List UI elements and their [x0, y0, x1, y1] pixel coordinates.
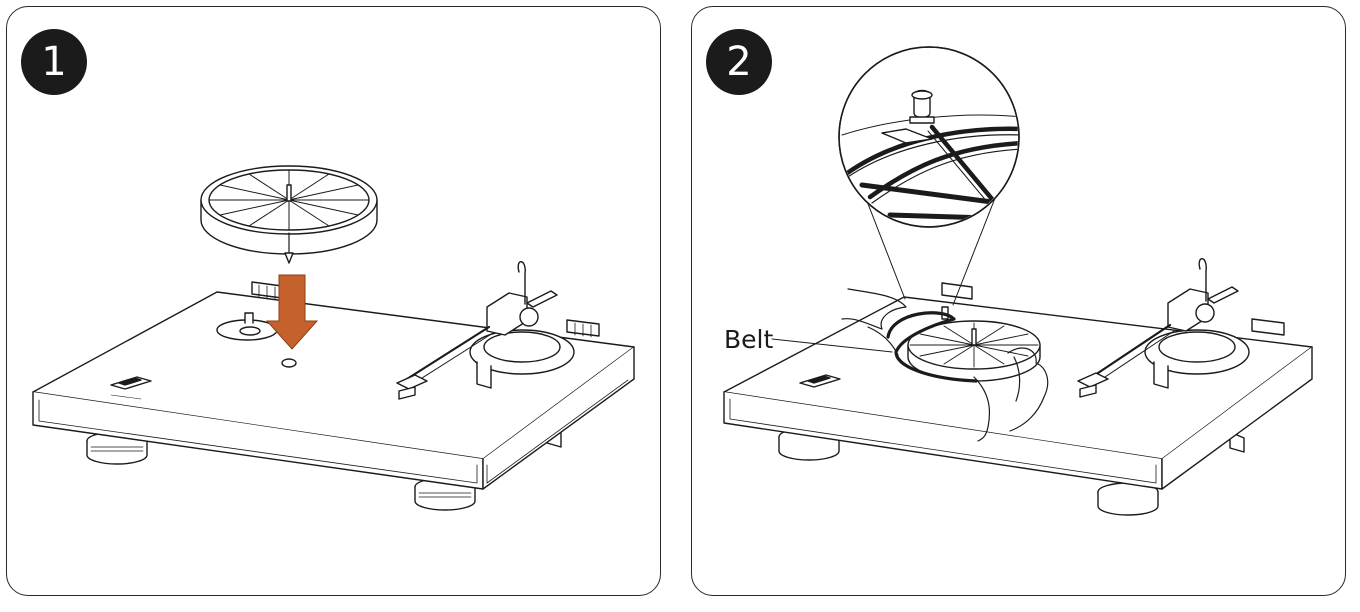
hinge-left	[251, 281, 283, 300]
pulley-area	[216, 312, 297, 368]
step-2-badge: 2	[706, 29, 772, 95]
step-1-illustration	[32, 165, 635, 511]
turntable-foot-back	[86, 431, 148, 465]
step-2-illustration	[723, 46, 1313, 516]
step-1-panel: 1	[6, 6, 661, 596]
tonearm-icon	[396, 261, 575, 400]
tonearm-icon	[1077, 258, 1250, 398]
magnifier-callout-icon	[838, 46, 1020, 306]
belt-leader-line	[771, 338, 893, 353]
hinge-right	[566, 319, 600, 338]
platter-icon	[200, 165, 378, 264]
belt-label: Belt	[724, 325, 774, 354]
power-switch	[799, 374, 841, 388]
step-1-badge: 1	[21, 29, 87, 95]
belt-icon	[886, 311, 978, 383]
turntable-foot-front	[1097, 482, 1159, 516]
turntable-icon	[32, 291, 635, 490]
step-2-panel: 2	[691, 6, 1346, 596]
hand-icon	[841, 288, 1049, 442]
down-arrow-icon	[265, 274, 319, 350]
power-switch	[110, 376, 152, 400]
